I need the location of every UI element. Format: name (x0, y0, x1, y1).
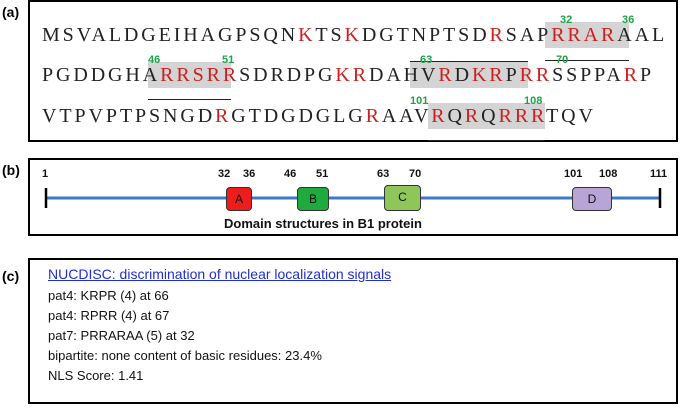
pos-32: 32 (560, 14, 573, 26)
highlight-63-70 (410, 62, 528, 88)
domain-b-end: 51 (316, 168, 329, 180)
pos-101: 101 (410, 95, 429, 107)
domain-panel: 1 111 32 36 A 46 51 B 63 70 C 101 108 D … (28, 158, 678, 236)
nls-result-line: pat4: RPRR (4) at 67 (48, 308, 170, 323)
panel-label-c: (c) (2, 268, 20, 284)
highlight-46-51 (148, 62, 231, 88)
sequence-panel: 32 36 46 51 63 70 101 108 MSVALDGEIHAGPS… (28, 0, 678, 142)
underline-101-108 (428, 140, 545, 141)
domain-start-number: 1 (42, 168, 49, 180)
domain-b-box: B (297, 187, 329, 211)
panel-label-a: (a) (2, 4, 20, 20)
pos-70: 70 (556, 54, 569, 66)
domain-b-start: 46 (284, 168, 297, 180)
pos-63: 63 (420, 54, 433, 66)
domain-c-box: C (384, 185, 421, 211)
overline-63-70 (410, 61, 528, 62)
panel-label-b: (b) (2, 162, 20, 178)
pos-51: 51 (222, 54, 235, 66)
nls-result-line: NLS Score: 1.41 (48, 368, 144, 383)
pos-36: 36 (622, 14, 635, 26)
sequence-line-3: VTPVPTPSNGDRGTDGDGLGRAAVRQRQRRRTQV (42, 105, 596, 127)
pos-108: 108 (524, 95, 543, 107)
underline-32-36 (545, 60, 629, 61)
nls-result-line: pat4: KRPR (4) at 66 (48, 288, 169, 303)
nls-result-line: pat7: PRRARAA (5) at 32 (48, 328, 195, 343)
highlight-101-108 (428, 103, 545, 129)
domain-title: Domain structures in B1 protein (224, 216, 422, 231)
domain-d-start: 101 (564, 168, 583, 180)
domain-a-box: A (226, 187, 252, 211)
domain-c-start: 63 (377, 168, 390, 180)
pos-46: 46 (148, 54, 161, 66)
sequence-line-1: MSVALDGEIHAGPSQNKTSKDGTNPTSDRSAPRRARAAL (42, 24, 668, 46)
sequence-line-2: PGDDGHARRSRRSDRDPGKRDAHVRDKRPRRSSPPARP (42, 64, 654, 86)
domain-a-end: 36 (243, 168, 256, 180)
nucdisc-panel: NUCDISC: discrimination of nuclear local… (28, 258, 678, 404)
nls-result-line: bipartite: none content of basic residue… (48, 348, 322, 363)
domain-d-end: 108 (599, 168, 618, 180)
nucdisc-link[interactable]: NUCDISC: discrimination of nuclear local… (48, 266, 392, 282)
underline-46-51 (148, 99, 231, 100)
domain-backbone (44, 188, 662, 208)
domain-d-box: D (572, 187, 612, 211)
domain-a-start: 32 (218, 168, 231, 180)
domain-end-number: 111 (650, 168, 668, 180)
highlight-32-36 (545, 22, 629, 48)
domain-c-end: 70 (409, 168, 422, 180)
